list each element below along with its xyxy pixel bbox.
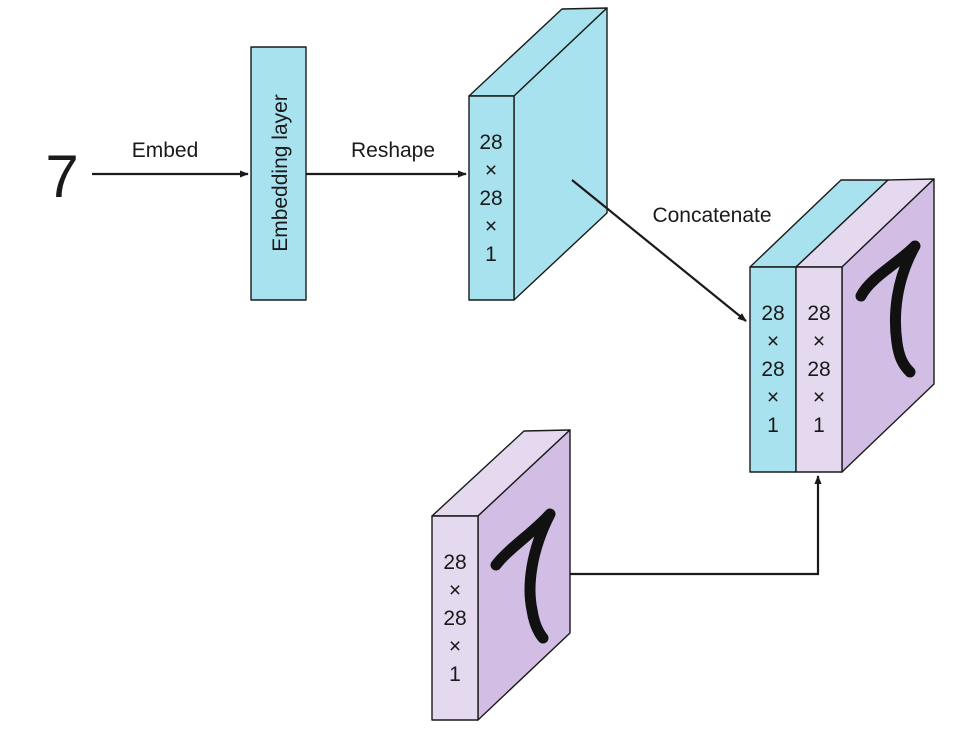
input-digit-label: 7 — [45, 143, 78, 210]
concatenate-arrow — [571, 179, 747, 322]
reshaped-dim-1: 28 — [479, 131, 502, 154]
reshaped-dim-3: 1 — [485, 243, 497, 266]
concat-label-dim-1: 28 — [761, 302, 784, 325]
embed-label: Embed — [132, 139, 199, 162]
image-dim-3: 1 — [449, 663, 461, 686]
concat-image-slab — [795, 266, 843, 473]
reshaped-dim-x1: × — [485, 159, 497, 182]
image-dim-1: 28 — [443, 551, 466, 574]
concat-label-dim-3: 1 — [767, 414, 779, 437]
reshape-label: Reshape — [351, 139, 435, 162]
reshaped-dim-x2: × — [485, 215, 497, 238]
image-dims: 28 × 28 × 1 — [443, 551, 466, 686]
concat-label-dim-2: 28 — [761, 358, 784, 381]
concatenate-label: Concatenate — [652, 204, 771, 227]
concat-image-dim-x2: × — [813, 386, 825, 409]
concat-label-dim-x1: × — [767, 330, 779, 353]
concat-image-dim-x1: × — [813, 330, 825, 353]
image-dim-x2: × — [449, 635, 461, 658]
image-dim-2: 28 — [443, 607, 466, 630]
handwritten-seven-icon — [490, 508, 556, 644]
concat-image-dims: 28 × 28 × 1 — [807, 302, 830, 437]
concat-image-dim-3: 1 — [813, 414, 825, 437]
embedding-layer-box: Embedding layer — [250, 46, 307, 301]
input-image-tensor: 28 × 28 × 1 — [431, 429, 571, 721]
embedding-layer-label: Embedding layer — [269, 94, 292, 252]
concatenated-tensor: 28 × 28 × 1 28 × 28 × 1 — [749, 178, 935, 473]
reshaped-label-tensor: 28 × 28 × 1 — [468, 7, 608, 301]
image-to-concat-arrow — [570, 475, 822, 576]
reshaped-dim-2: 28 — [479, 187, 502, 210]
concat-image-dim-2: 28 — [807, 358, 830, 381]
concat-image-dim-1: 28 — [807, 302, 830, 325]
concat-label-dim-x2: × — [767, 386, 779, 409]
reshaped-dims: 28 × 28 × 1 — [479, 131, 502, 266]
concat-label-dims: 28 × 28 × 1 — [761, 302, 784, 437]
handwritten-seven-icon — [855, 240, 921, 378]
image-dim-x1: × — [449, 579, 461, 602]
